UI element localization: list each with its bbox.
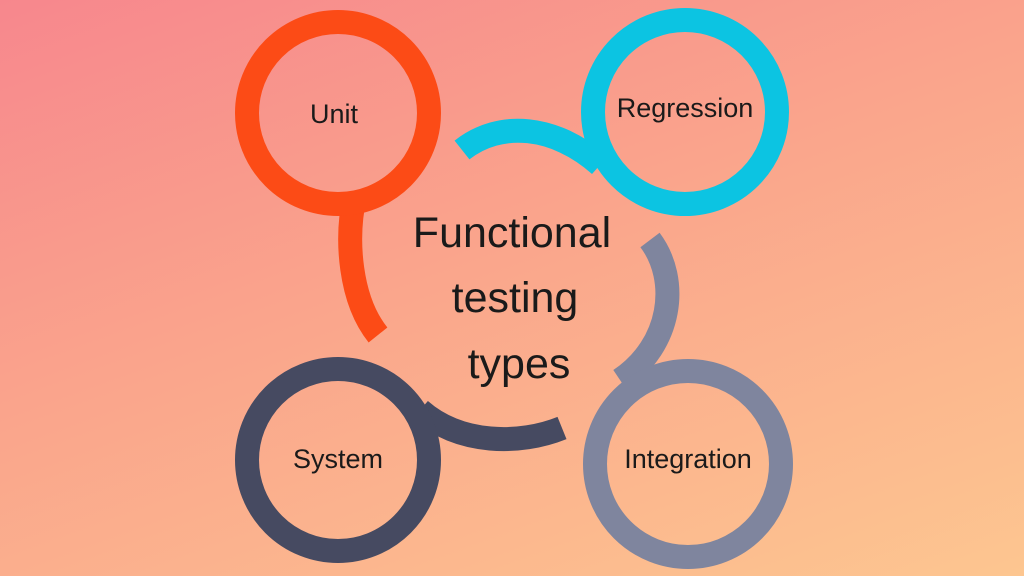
- system-ring: [235, 357, 441, 563]
- node-unit: Unit: [235, 10, 441, 343]
- unit-label: Unit: [310, 99, 359, 129]
- center-title-line-1: Functional: [413, 209, 611, 257]
- integration-ring: [583, 359, 793, 569]
- regression-label: Regression: [617, 93, 754, 123]
- system-label: System: [293, 444, 383, 474]
- integration-connector-arc: [612, 232, 680, 390]
- integration-label: Integration: [624, 444, 752, 474]
- node-system: System: [235, 357, 567, 563]
- system-connector-arc: [412, 400, 567, 452]
- unit-ring: [235, 10, 441, 216]
- center-title-line-3: types: [468, 340, 571, 388]
- center-title-line-2: testing: [452, 274, 579, 322]
- node-integration: Integration: [583, 232, 793, 569]
- node-regression: Regression: [454, 8, 789, 216]
- unit-connector-arc: [338, 192, 388, 343]
- regression-connector-arc: [454, 118, 608, 175]
- regression-ring: [581, 8, 789, 216]
- center-title: Functional testing types: [413, 209, 611, 388]
